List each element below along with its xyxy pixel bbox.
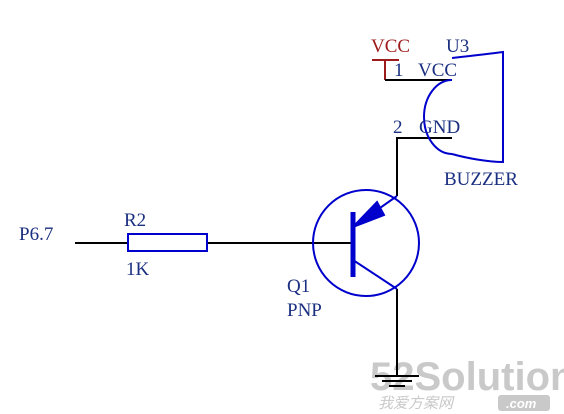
- ground-symbol: [375, 375, 419, 387]
- watermark: 52Solution 我爱方案网 .com: [370, 355, 564, 412]
- emitter-arrow-icon: [352, 200, 386, 228]
- buzzer-outline: [451, 50, 504, 164]
- vcc-power-symbol: [372, 59, 399, 80]
- buzzer-diaphragm: [423, 79, 453, 155]
- resistor-value: 1K: [126, 259, 150, 280]
- pin1-name: VCC: [418, 60, 457, 81]
- input-net-label: P6.7: [19, 224, 53, 245]
- gnd-wire: [396, 137, 452, 196]
- pin2-name: GND: [419, 117, 460, 138]
- resistor-body: [127, 233, 208, 252]
- transistor-type: PNP: [287, 300, 322, 321]
- vcc-net-label: VCC: [371, 36, 410, 57]
- watermark-badge: [498, 395, 550, 411]
- wires: [75, 79, 452, 375]
- pin2-number: 2: [393, 117, 403, 138]
- transistor-collector-lead: [352, 259, 398, 290]
- transistor-reference: Q1: [287, 276, 310, 297]
- watermark-suffix: .com: [506, 396, 537, 411]
- watermark-subtitle: 我爱方案网: [378, 395, 455, 412]
- transistor-circle: [312, 189, 420, 297]
- resistor-reference: R2: [124, 210, 146, 231]
- pin1-number: 1: [394, 60, 404, 81]
- buzzer-body: [423, 50, 504, 164]
- transistor-symbol: [312, 189, 420, 297]
- buzzer-value: BUZZER: [444, 169, 518, 190]
- buzzer-reference: U3: [446, 36, 469, 57]
